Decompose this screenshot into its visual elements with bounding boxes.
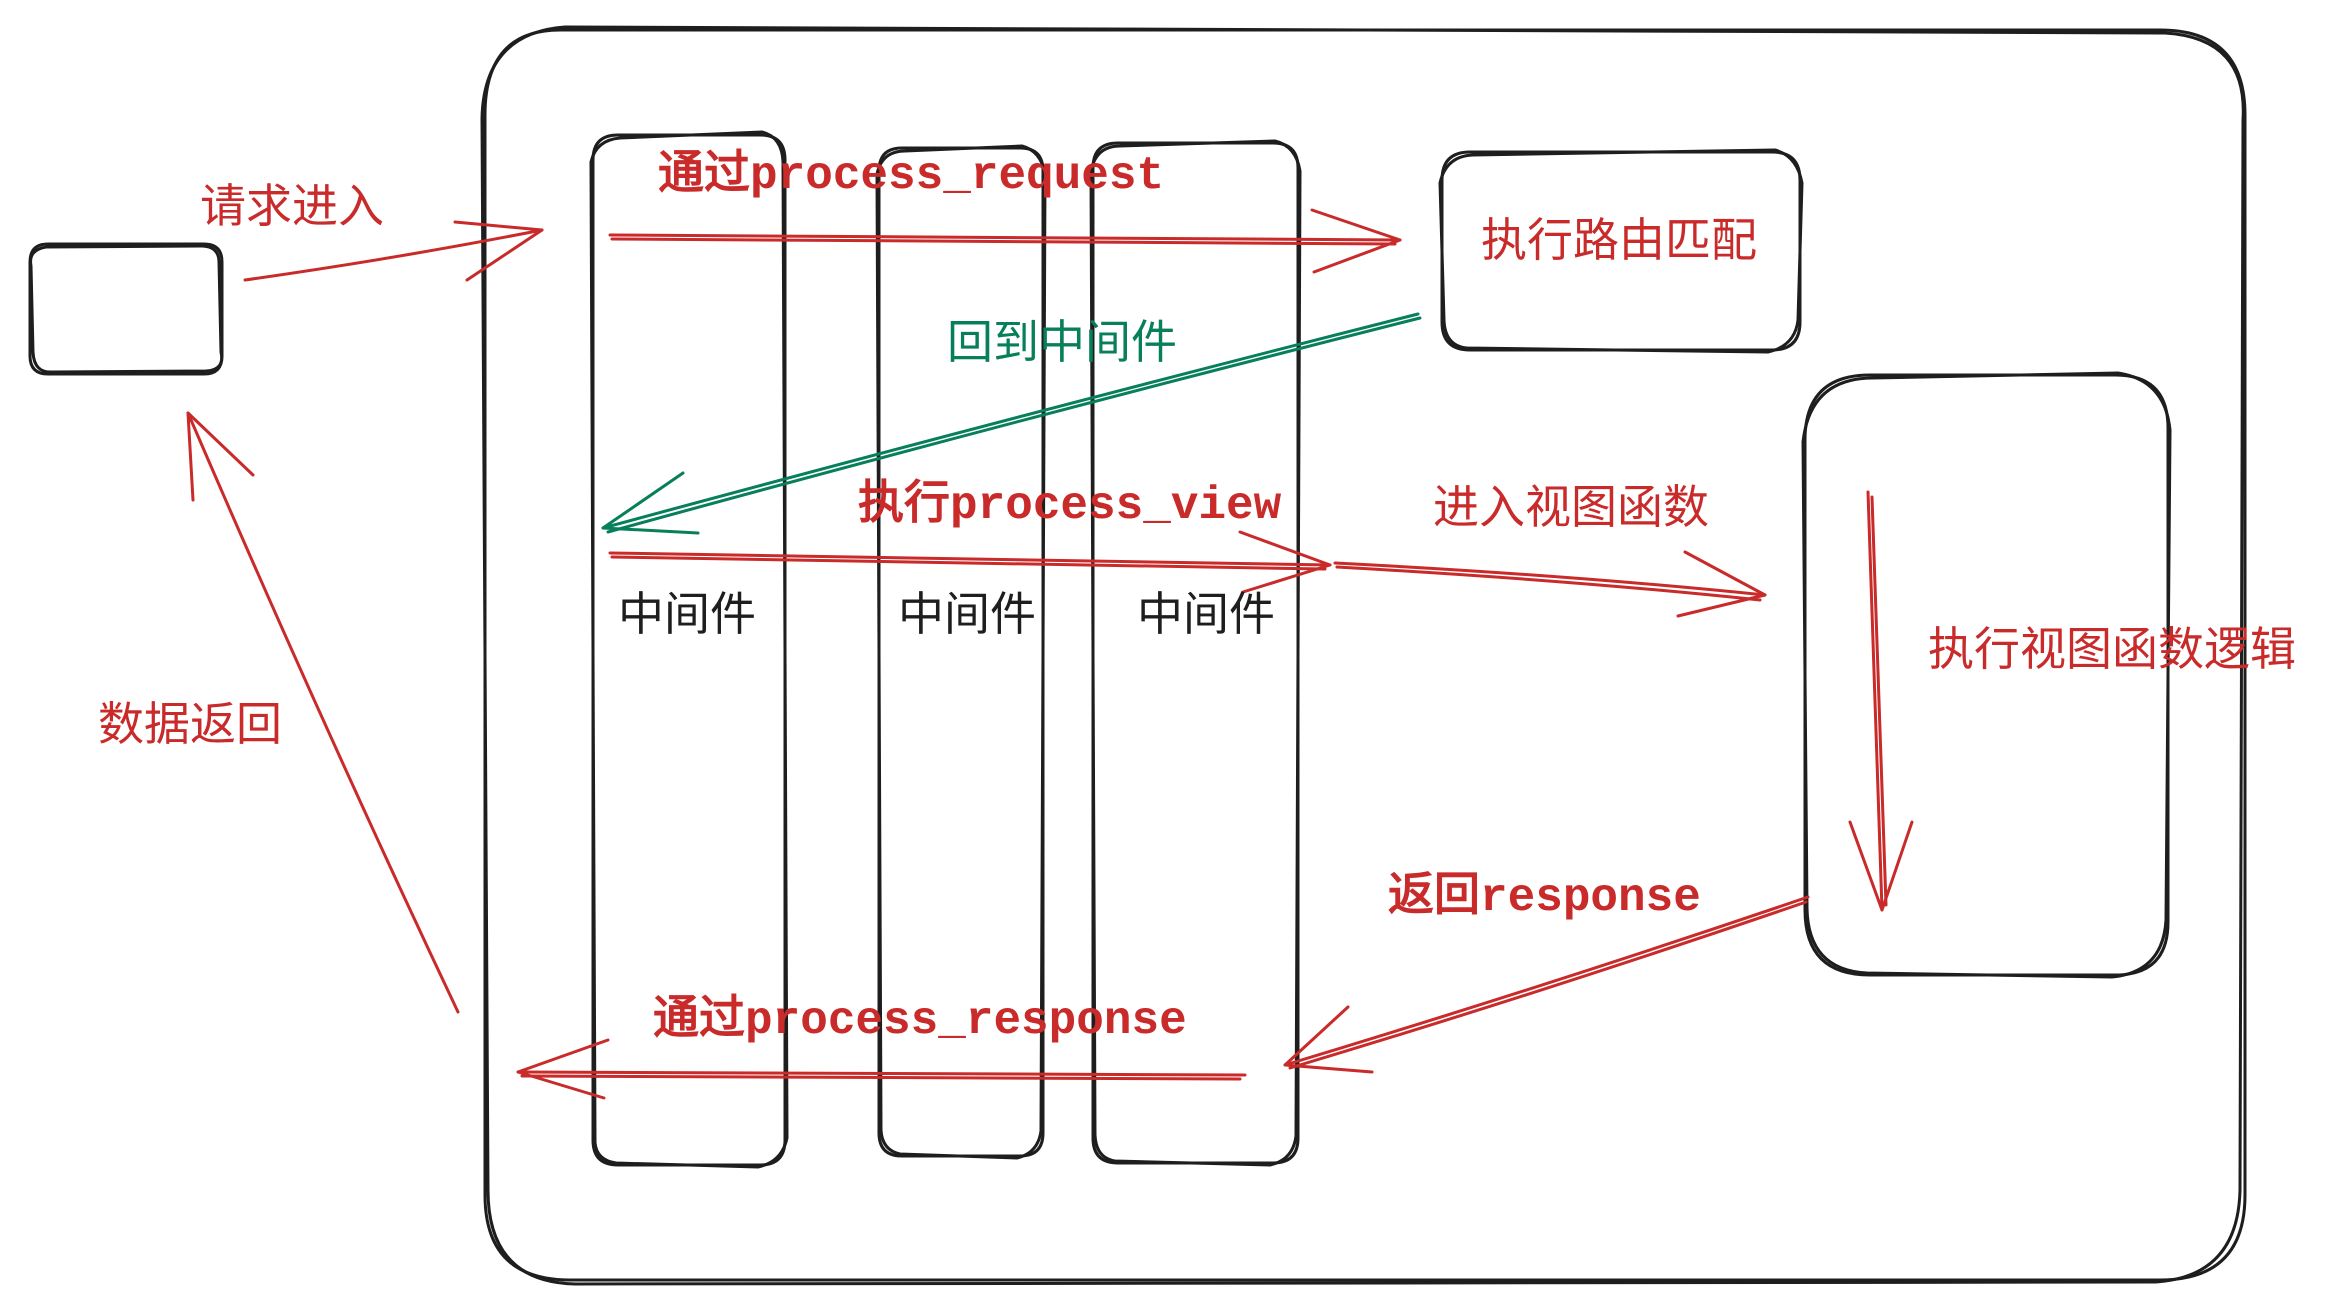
label-enter-view: 进入视图函数 — [1433, 480, 1709, 534]
middleware-column-2-sketch — [875, 144, 1047, 1160]
label-back-to-middleware: 回到中间件 — [947, 315, 1177, 369]
label-process-view: 执行process_view — [858, 478, 1282, 532]
label-middleware-3: 中间件 — [1137, 587, 1275, 641]
view-function-box-sketch — [1801, 371, 2172, 979]
server-container-sketch — [480, 25, 2245, 1286]
arrow-process-request — [608, 208, 1402, 274]
arrow-back-to-middleware — [601, 312, 1422, 535]
label-middleware-1: 中间件 — [618, 587, 756, 641]
label-process-response: 通过process_response — [653, 993, 1187, 1047]
label-process-request: 通过process_request — [658, 148, 1164, 202]
middleware-column-3-sketch — [1089, 139, 1302, 1167]
label-view-logic: 执行视图函数逻辑 — [1928, 622, 2296, 676]
arrow-view-logic — [1848, 490, 1914, 912]
route-match-box-sketch — [1438, 148, 1804, 354]
label-request-in: 请求进入 — [200, 179, 384, 233]
arrow-process-view — [608, 530, 1332, 594]
middleware-column-1-sketch — [589, 130, 789, 1169]
arrow-enter-view — [1333, 550, 1767, 618]
arrow-process-response — [516, 1038, 1247, 1100]
client-box — [28, 242, 224, 376]
client-box-sketch — [29, 244, 224, 374]
arrow-return-response — [1283, 895, 1810, 1074]
label-route-match: 执行路由匹配 — [1481, 213, 1757, 267]
arrow-data-return — [186, 411, 460, 1014]
arrow-request-in — [243, 220, 544, 282]
label-return-response: 返回response — [1388, 871, 1701, 924]
label-middleware-2: 中间件 — [898, 587, 1036, 641]
label-data-return: 数据返回 — [98, 697, 282, 751]
